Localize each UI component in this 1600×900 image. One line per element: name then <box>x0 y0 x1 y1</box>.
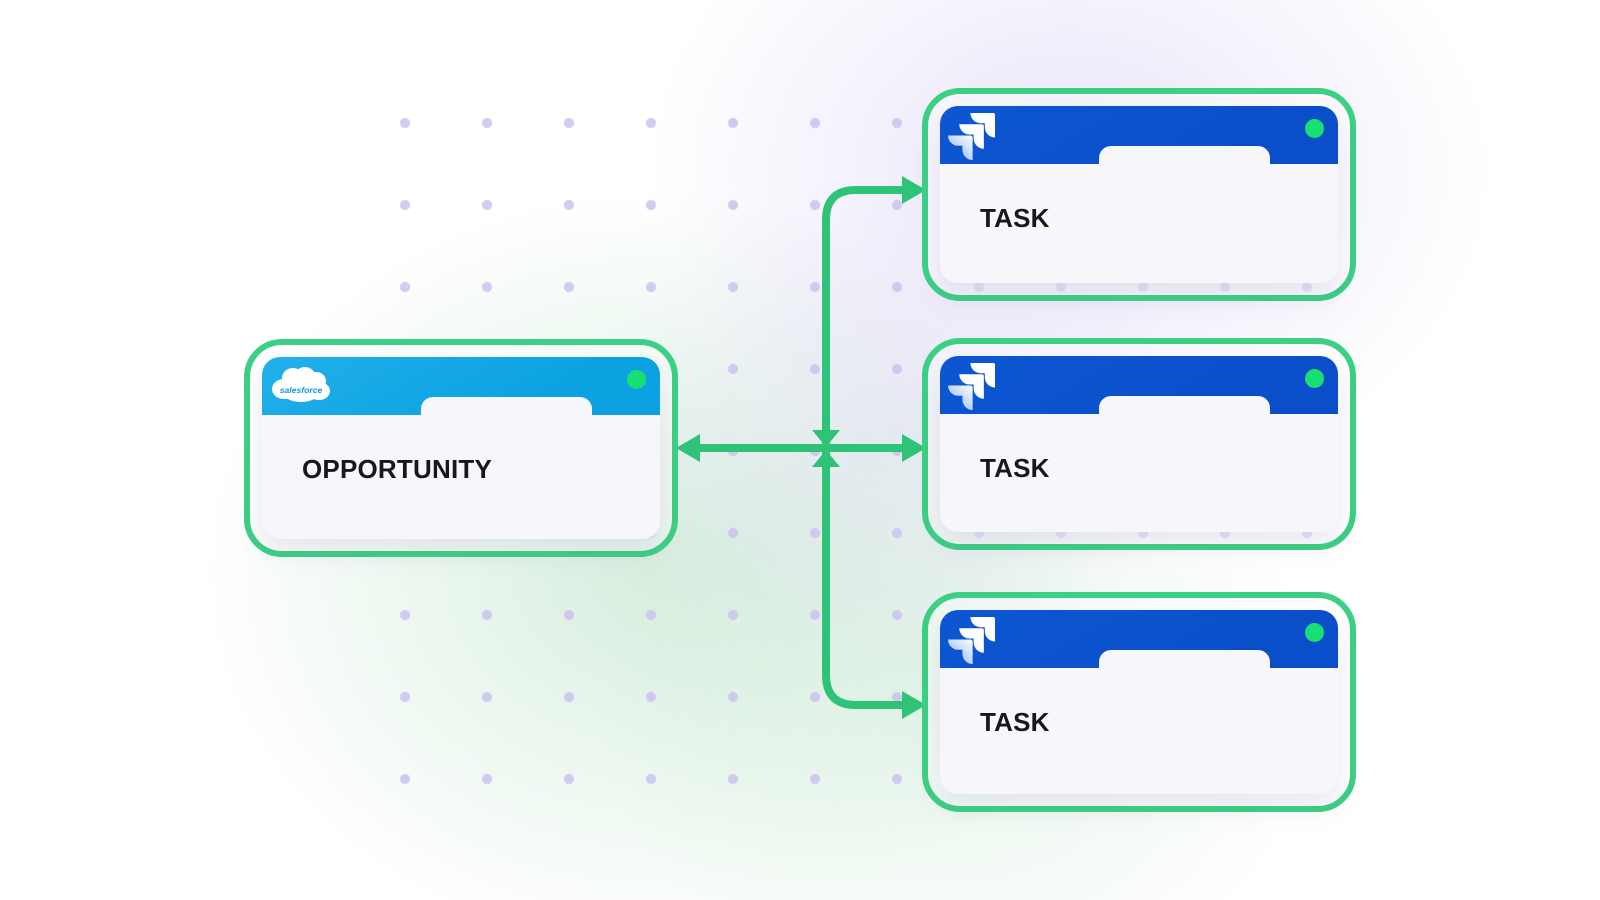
task-card-1[interactable]: TASK <box>922 88 1356 301</box>
jira-icon <box>948 616 996 669</box>
card-title: OPPORTUNITY <box>302 454 492 484</box>
task-card-body: TASK <box>940 203 1338 234</box>
browser-tab-notch <box>1099 146 1271 164</box>
green-status-dot <box>1305 119 1324 138</box>
task-card-window: TASK <box>940 356 1338 532</box>
salesforce-logo-text: salesforce <box>280 385 323 395</box>
task-card-window: TASK <box>940 106 1338 283</box>
opportunity-card-window: salesforce OPPORTUNITY <box>262 357 660 539</box>
task-card-window: TASK <box>940 610 1338 794</box>
green-status-dot <box>1305 369 1324 388</box>
task-card-header <box>940 106 1338 164</box>
card-title: TASK <box>980 203 1050 233</box>
browser-tab-notch <box>1099 396 1271 414</box>
task-card-body: TASK <box>940 453 1338 484</box>
arrowhead-into-task-1 <box>902 176 926 204</box>
arrowhead-junction-up <box>812 450 840 467</box>
opportunity-card-body: OPPORTUNITY <box>262 454 660 485</box>
task-card-header <box>940 356 1338 414</box>
connector-branch-line <box>822 186 902 709</box>
green-status-dot <box>627 370 646 389</box>
browser-tab-notch <box>421 397 593 415</box>
card-title: TASK <box>980 453 1050 483</box>
arrowhead-junction-down <box>812 430 840 447</box>
salesforce-cloud-icon: salesforce <box>270 362 332 413</box>
task-card-2[interactable]: TASK <box>922 338 1356 550</box>
opportunity-card-header: salesforce <box>262 357 660 415</box>
task-card-3[interactable]: TASK <box>922 592 1356 812</box>
jira-icon <box>948 112 996 165</box>
green-status-dot <box>1305 623 1324 642</box>
browser-tab-notch <box>1099 650 1271 668</box>
task-card-body: TASK <box>940 707 1338 738</box>
opportunity-card[interactable]: salesforce OPPORTUNITY <box>244 339 678 557</box>
jira-icon <box>948 362 996 415</box>
arrowhead-into-opportunity <box>676 434 700 462</box>
arrowhead-into-task-2 <box>902 434 926 462</box>
task-card-header <box>940 610 1338 668</box>
arrowhead-into-task-3 <box>902 691 926 719</box>
card-title: TASK <box>980 707 1050 737</box>
